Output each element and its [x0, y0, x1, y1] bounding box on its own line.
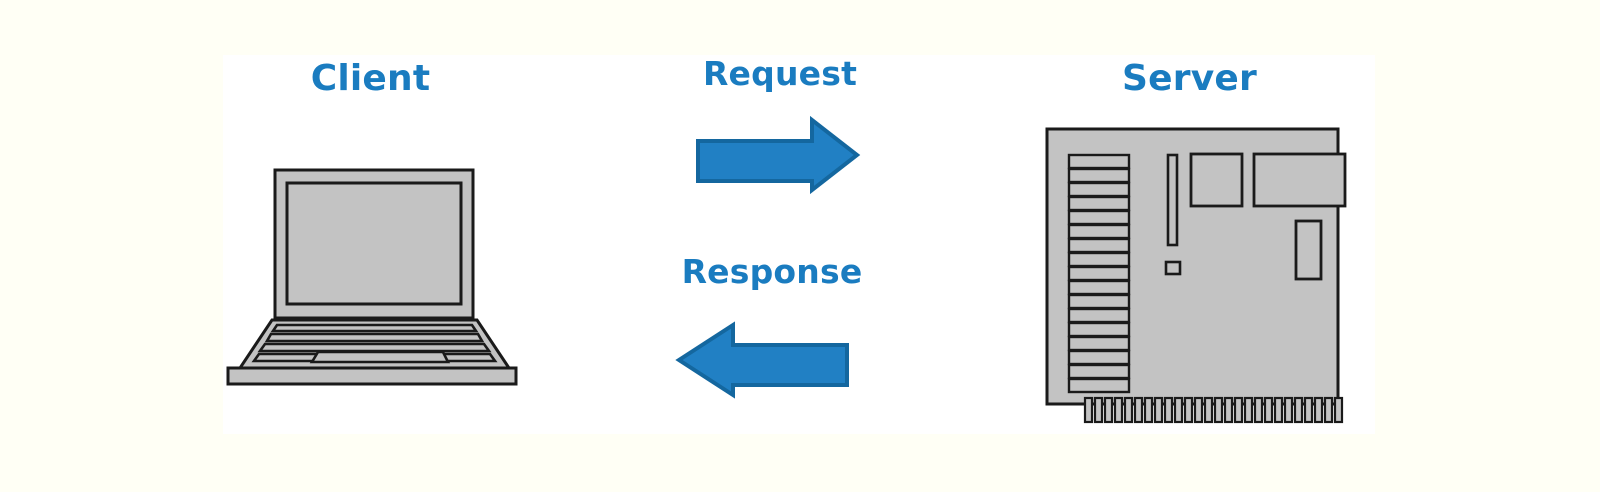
white-panel [223, 55, 1375, 434]
client-label: Client [310, 58, 431, 99]
response-label: Response [681, 252, 863, 291]
server-label: Server [1122, 58, 1257, 99]
request-label: Request [702, 54, 858, 93]
